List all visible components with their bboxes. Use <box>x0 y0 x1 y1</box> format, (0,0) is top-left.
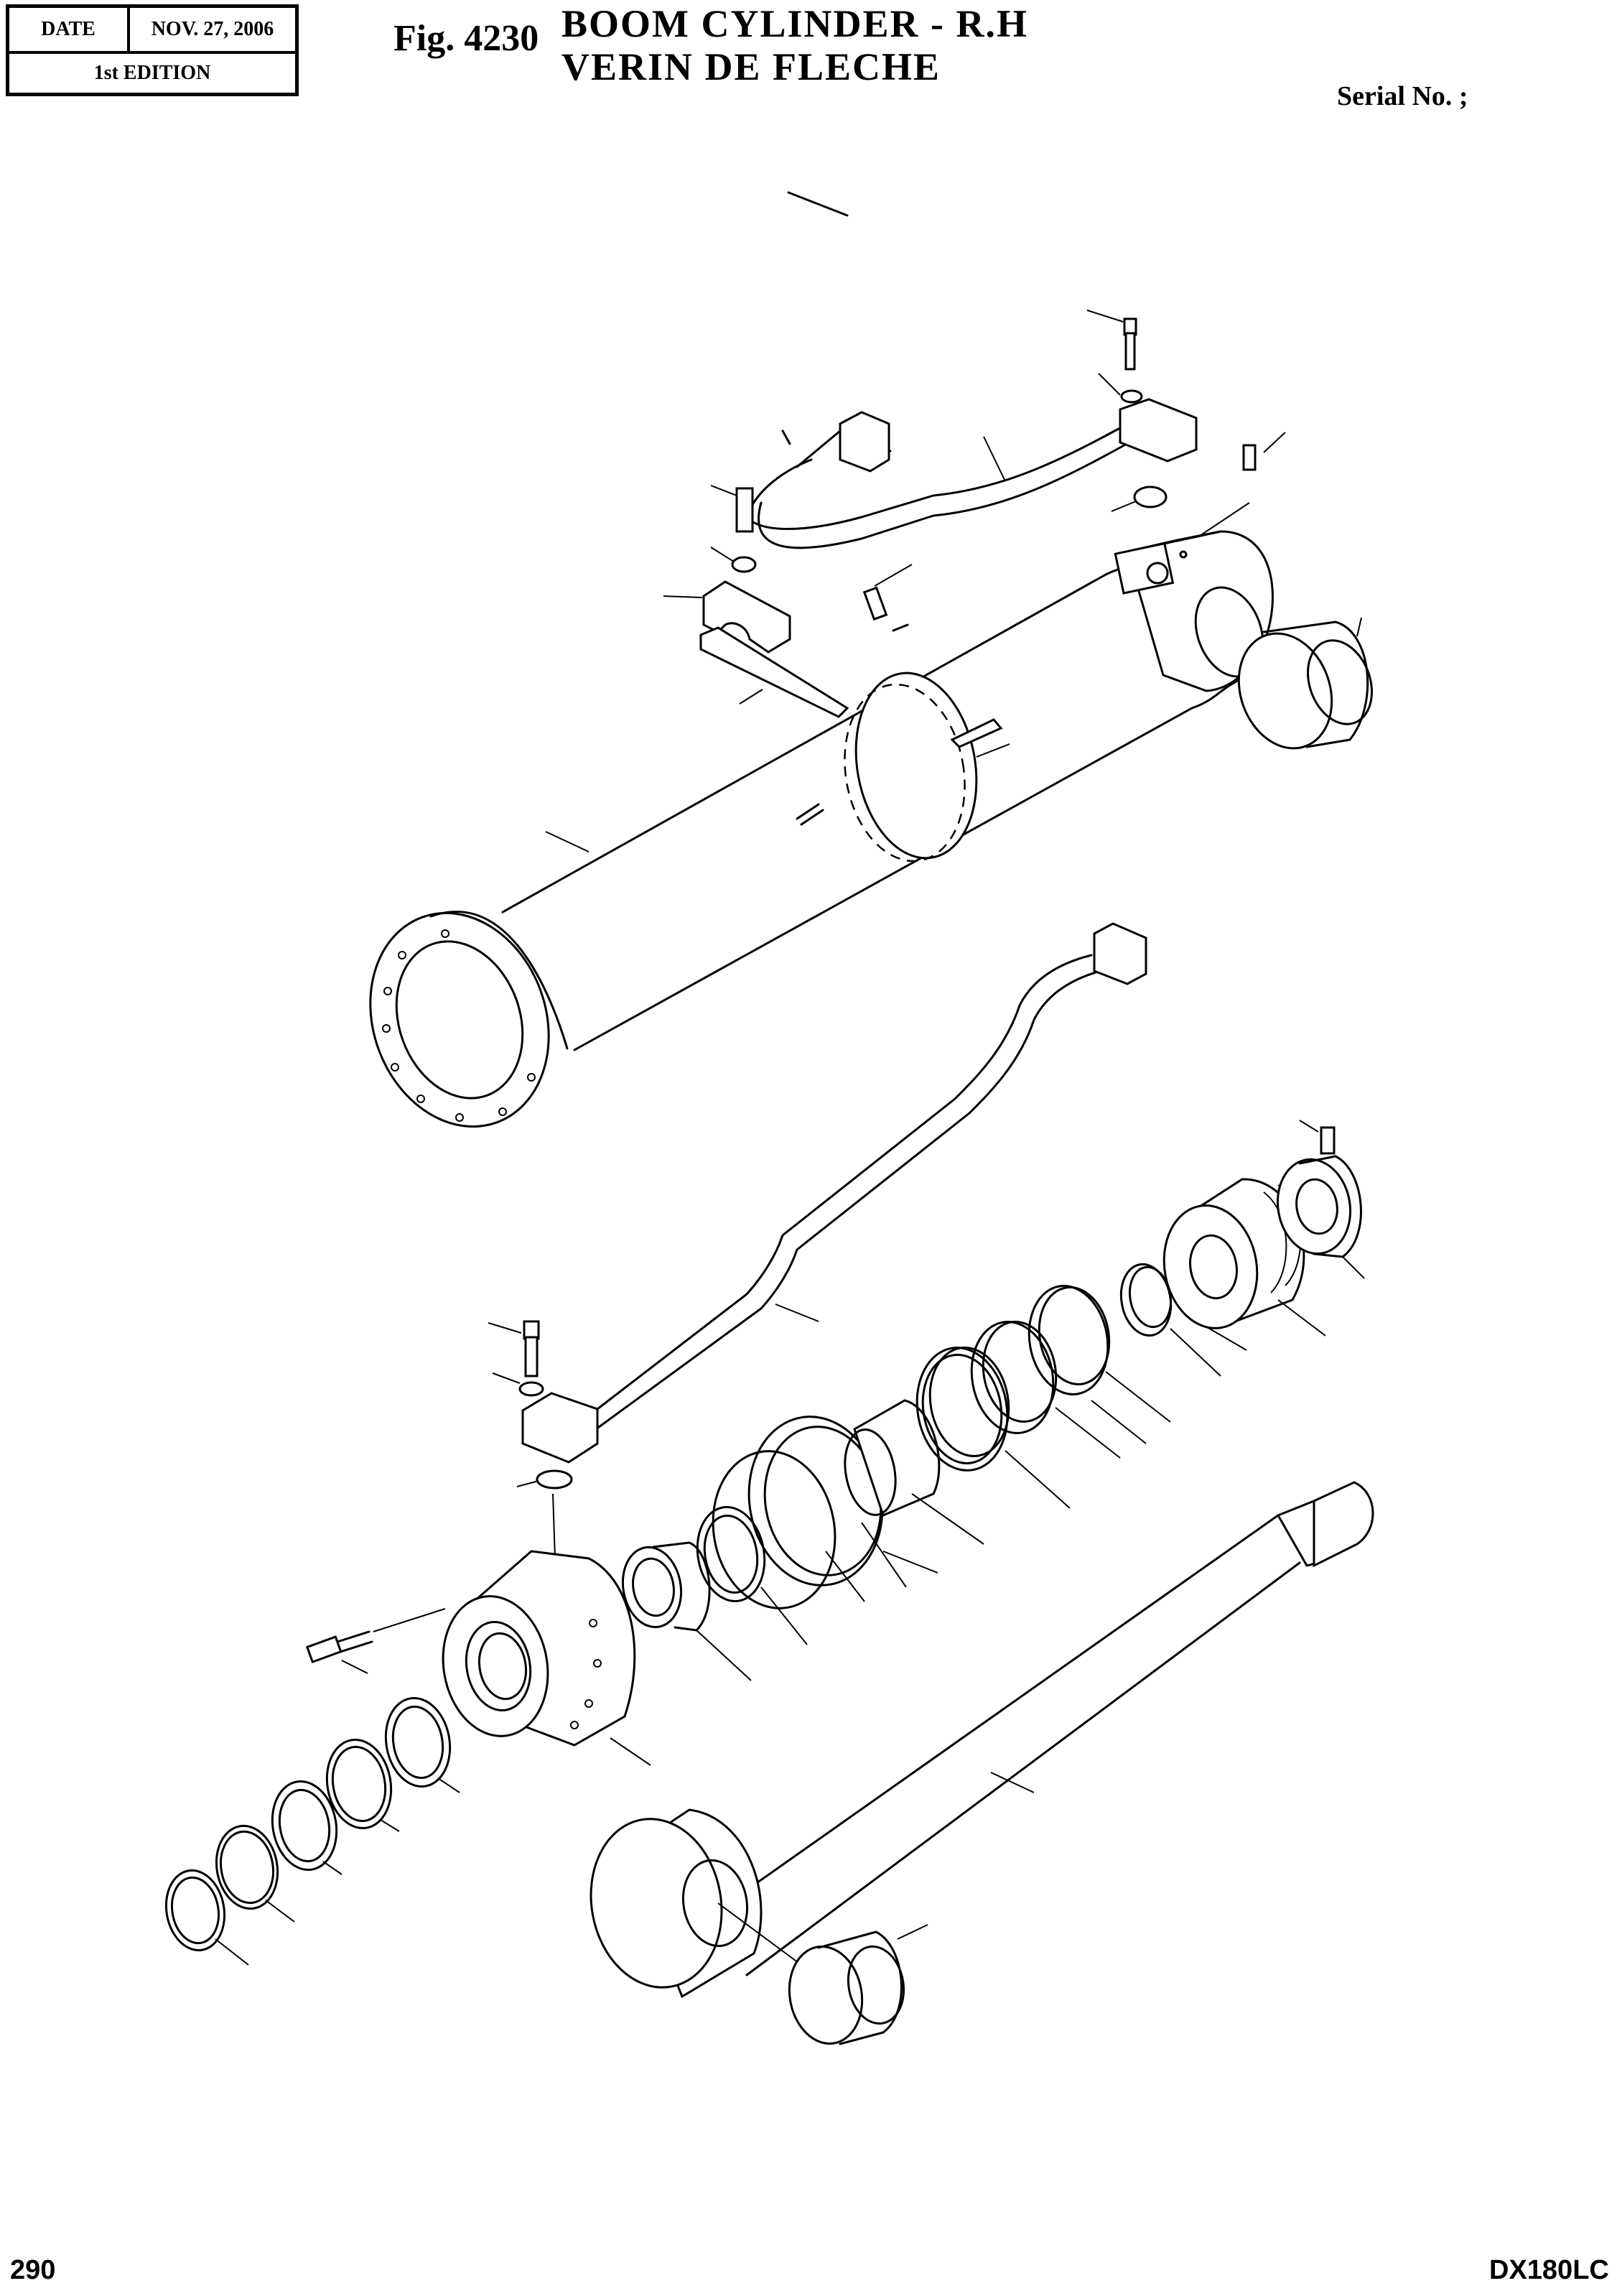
figure-number: Fig. 4230 <box>393 18 539 59</box>
page-number: 290 <box>10 2255 56 2285</box>
pipe-clamp <box>663 485 913 718</box>
date-edition-box: DATE NOV. 27, 2006 1st EDITION <box>6 4 299 96</box>
spacer-collar <box>844 1399 984 1545</box>
lock-nut <box>1276 1120 1365 1279</box>
rod-cover <box>442 1550 651 1766</box>
bushing-upper <box>1237 617 1373 750</box>
lower-pipe <box>595 922 1147 1431</box>
upper-pipe <box>745 191 1198 549</box>
lower-pipe-flange <box>488 1320 599 1581</box>
flange-bolt-holes <box>382 929 536 1122</box>
edition-label: 1st EDITION <box>93 62 211 84</box>
date-label: DATE <box>9 8 130 54</box>
bushing-lower <box>788 1924 928 2045</box>
title-english: BOOM CYLINDER - R.H <box>561 2 1029 45</box>
socket-bolt <box>305 1608 446 1674</box>
date-value: NOV. 27, 2006 <box>130 8 295 54</box>
rod-cover-seals <box>164 1696 460 1966</box>
model-name: DX180LC <box>1489 2255 1609 2285</box>
piston-rod <box>590 1481 1374 1999</box>
upper-bolt <box>1086 310 1168 512</box>
serial-number-label: Serial No. ; <box>1337 81 1468 111</box>
title-french: VERIN DE FLECHE <box>561 45 941 88</box>
grease-nipple <box>1184 432 1286 547</box>
cylinder-tube <box>369 530 1274 1128</box>
